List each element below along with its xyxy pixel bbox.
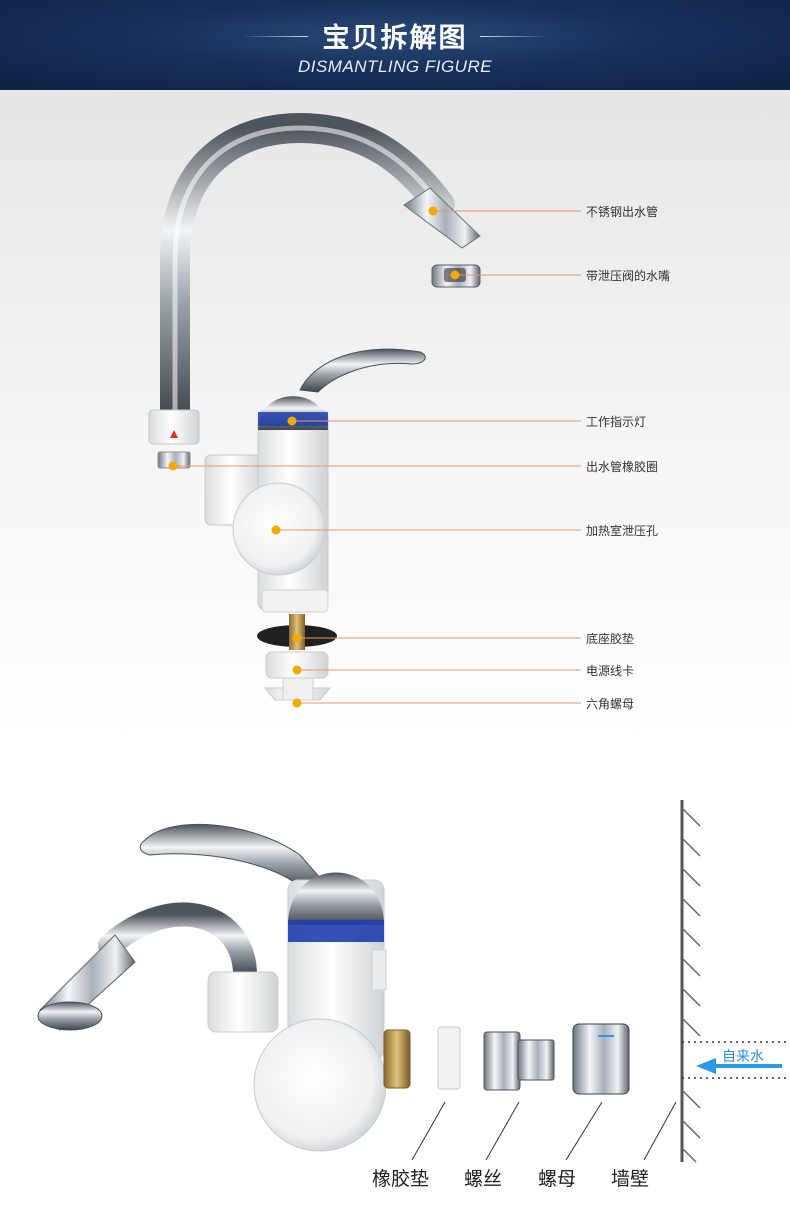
part-label-screw: 螺丝	[464, 1168, 503, 1190]
part-label-gasket: 橡胶垫	[372, 1168, 430, 1190]
spout-pipe	[160, 112, 455, 435]
callout-dot	[271, 525, 281, 535]
callout-dot	[168, 461, 178, 471]
part-label-wall: 墙壁	[611, 1168, 650, 1190]
brass-inlet	[383, 1029, 411, 1089]
callout-nozzle-label: 带泄压阀的水嘴	[586, 269, 671, 283]
installation-section	[0, 745, 790, 1219]
wall-faucet-handle	[139, 823, 323, 891]
callout-dot	[292, 698, 302, 708]
callout-pipe-ring-label: 出水管橡胶圈	[586, 460, 659, 474]
callout-base-gasket-label: 底座胶垫	[586, 632, 635, 646]
exploded-view-section	[0, 90, 790, 745]
part-leader-lines	[411, 1101, 677, 1161]
callout-dot	[428, 206, 438, 216]
water-arrow-head	[696, 1058, 716, 1074]
page-title: 宝贝拆解图	[322, 23, 468, 54]
water-inlet-label: 自来水	[722, 1049, 764, 1065]
lever-handle	[299, 348, 426, 393]
rubber-gasket	[437, 1026, 461, 1090]
hex-nut	[282, 677, 314, 701]
title-rule-left	[240, 36, 308, 37]
callout-indicator-label: 工作指示灯	[586, 415, 647, 429]
header-banner: 宝贝拆解图 DISMANTLING FIGURE	[0, 0, 790, 90]
title-rule-right	[480, 36, 548, 37]
wall-indicator-light	[288, 920, 384, 942]
part-label-nut: 螺母	[538, 1168, 577, 1190]
nut-fitting	[572, 1023, 630, 1095]
callout-dot	[292, 633, 302, 643]
callout-relief-hole-label: 加热室泄压孔	[586, 524, 659, 538]
wall-hatching	[681, 807, 701, 1163]
wall-faucet-spout	[98, 902, 257, 987]
callout-power-clip-label: 电源线卡	[586, 664, 635, 678]
spout-tip	[403, 187, 481, 249]
callout-dot	[292, 665, 302, 675]
wall-heater-disc	[253, 1018, 387, 1152]
callout-dots	[168, 206, 460, 708]
screw-fitting	[483, 1031, 521, 1091]
callout-hex-nut-label: 六角螺母	[586, 697, 635, 711]
callout-dot	[450, 270, 460, 280]
callout-lines	[173, 210, 581, 704]
callout-spout-label: 不锈钢出水管	[586, 205, 659, 219]
callout-dot	[287, 416, 297, 426]
page-subtitle: DISMANTLING FIGURE	[297, 57, 493, 76]
